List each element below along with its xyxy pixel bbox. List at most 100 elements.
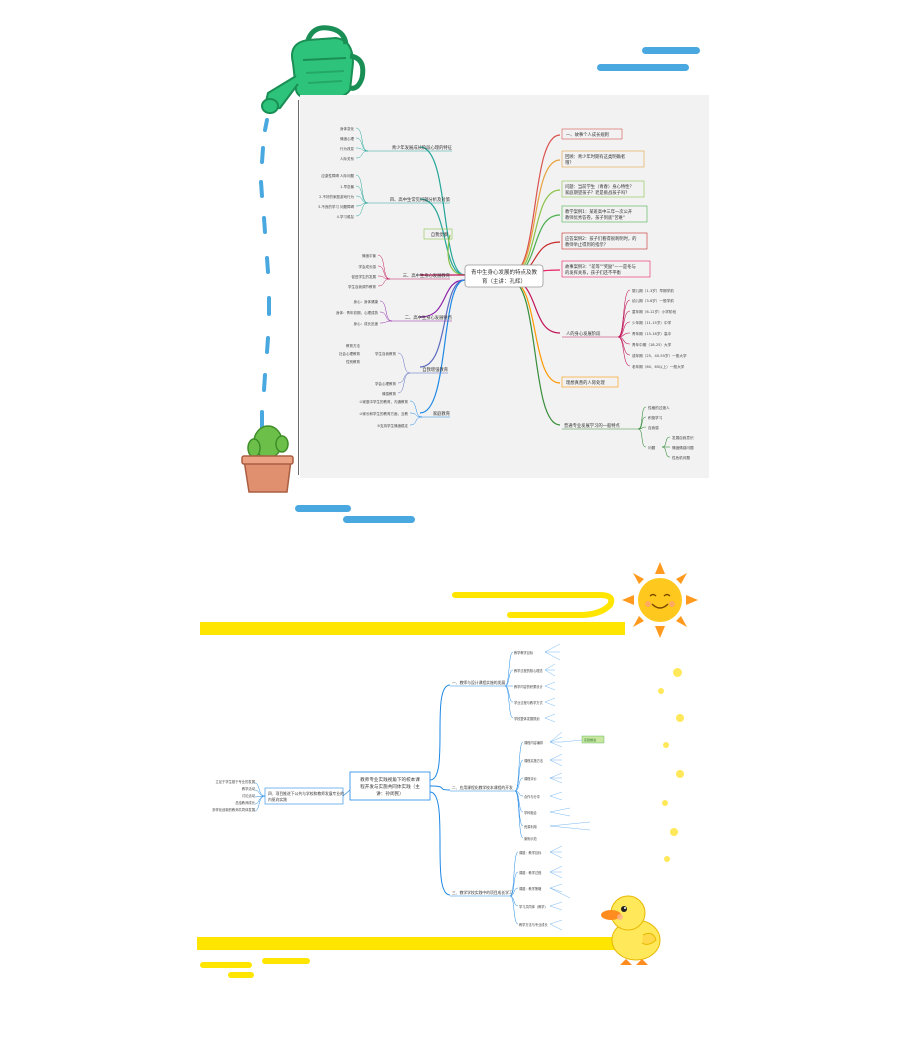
mm1-left-item: 学生自我调节教育 bbox=[348, 284, 376, 289]
mm1-left-item: 1.早恋暴 bbox=[340, 184, 354, 189]
mm2-left-node: 内驱向实践 bbox=[268, 797, 287, 802]
mm2-sub1-item: 教学过程的核心理念 bbox=[514, 668, 543, 673]
mm1-left-node: 三、高中生身心发展教育 bbox=[403, 272, 451, 279]
mm1-right-node: 教学案例1：某班高中三年一次公开 bbox=[565, 208, 633, 215]
mm1-stage-item: 老年期（60、65以上）一般大学 bbox=[632, 364, 685, 369]
mm1-stage-item: 婴儿期（1-3岁）早期学前 bbox=[632, 288, 674, 293]
duck-icon bbox=[601, 895, 661, 965]
svg-text:·: · bbox=[550, 646, 551, 649]
mm1-last-item: 积极学习 bbox=[648, 415, 663, 420]
mm1-left-node: 家庭教育 bbox=[433, 410, 451, 417]
mm2-left-node: 四、项目推进下公共与学校和教师发展专业的 bbox=[268, 791, 344, 796]
yellow-dot-decoration bbox=[658, 688, 664, 694]
mm2-sub2-item: 资源利用 bbox=[524, 824, 537, 829]
mm2-sub3-item: 教学方法与专业成长 bbox=[519, 922, 548, 927]
yellow-dot-decoration bbox=[676, 714, 684, 722]
blue-pill-decoration bbox=[343, 516, 415, 523]
mm1-last-item: 性危机问题 bbox=[672, 455, 690, 460]
yellow-dot-decoration bbox=[673, 668, 682, 677]
mm1-right-node: 家庭期望孩子？老是挑战孩子吗？ bbox=[565, 189, 629, 196]
mm1-right-node: 普通专业发展学习的一般特点 bbox=[564, 422, 621, 429]
sun-icon bbox=[622, 562, 698, 638]
mm1-left-item: 情绪平衡 bbox=[362, 253, 376, 258]
mm1-left-item: 社会心理教育 bbox=[339, 351, 360, 356]
mm1-stage-item: 青年中期（18-25）大学 bbox=[632, 342, 672, 347]
mm1-right-node: 哦？ bbox=[565, 159, 574, 166]
mm1-left-item: 教育方法 bbox=[346, 343, 360, 348]
mm2-sub2-item: 案例示范 bbox=[524, 836, 538, 841]
mm2-branch: 三、教学学校实践中的项目成长学习 bbox=[452, 890, 513, 895]
mindmap-1-center-line1: 青中生身心发展的特点及教 bbox=[471, 268, 538, 276]
mm2-sub3-item: 学习共同体（教学） bbox=[519, 904, 548, 909]
mm2-sub1-item: 学校整体发展规划 bbox=[514, 716, 540, 721]
mm2-sub2-item: 合作与分享 bbox=[524, 794, 541, 799]
mm1-left-item: 学会成长感 bbox=[359, 264, 377, 269]
mm2-left-item: 立足于学生基于专业的发展 bbox=[215, 779, 255, 784]
mm2-branch: 二、应用课程化教学校本课程的开发 bbox=[452, 785, 513, 790]
mm1-left-item: ③支持学生情绪稳定 bbox=[377, 423, 409, 428]
mm1-right-node: 问题：当前学生（青春）身心特性？ bbox=[565, 183, 634, 190]
mm1-left-item: 身体：青年初期，心理成熟 bbox=[336, 310, 378, 315]
mm2-tag: 实践推进 bbox=[584, 737, 596, 742]
mm1-right-node: 回顾：青少年时期有这类明确者 bbox=[565, 153, 626, 160]
mm2-sub3-item: 课题：教学过程 bbox=[519, 870, 542, 875]
yellow-dot-decoration bbox=[663, 742, 669, 748]
mm1-left-item: 3.不良的学习 问题障碍 bbox=[318, 204, 354, 209]
yellow-band-top bbox=[200, 622, 625, 635]
mindmap-2-center-line3: 讲：孙闵民） bbox=[376, 790, 404, 797]
mm1-left-item: 身体变化 bbox=[340, 126, 354, 131]
mm1-stage-item: 童年期（6-12岁）小学阶段 bbox=[632, 309, 676, 314]
mm1-left-item: 情感教育 bbox=[382, 391, 396, 396]
mm1-left-item: 性别教育 bbox=[346, 359, 360, 364]
yellow-dot-decoration bbox=[664, 856, 670, 862]
mm1-right-node: 故事案例3："差等""奖励"——是冬与 bbox=[565, 263, 636, 270]
blue-pill-decoration bbox=[597, 64, 689, 71]
yellow-pill-decoration bbox=[262, 958, 310, 964]
mm1-left-item: 学会心理教育 bbox=[375, 381, 396, 386]
yellow-dot-decoration bbox=[662, 800, 668, 806]
mindmap-1: 青中生身心发展的特点及教 育（主讲：孔辉） 一、故事个人成长规则 回顾：青少年时… bbox=[318, 126, 694, 460]
mm2-sub1-item: 教学内容的积累设计 bbox=[514, 684, 543, 689]
mm2-left-item: 多样化创新的教师共同体发展 bbox=[212, 807, 256, 812]
yellow-pill-decoration bbox=[228, 972, 254, 978]
yellow-dot-decoration bbox=[676, 770, 684, 778]
mindmap-2-center-line1: 教师专业实践视角下的校本课 bbox=[360, 776, 420, 783]
mm1-left-item: 行为改变 bbox=[340, 146, 354, 151]
mm1-right-node: 的发挥关系，孩子们还不平衡 bbox=[565, 269, 622, 276]
mm1-last-item: 发展自我意识 bbox=[672, 435, 694, 440]
mm1-left-item: 身心：身体健康 bbox=[354, 299, 379, 304]
mm1-last-item: 性格的过渡人 bbox=[648, 405, 670, 410]
watering-can-icon bbox=[261, 25, 366, 114]
mm1-right-node: 理想真善的人际处理 bbox=[566, 379, 605, 386]
mm1-left-node: 自我增强教育 bbox=[422, 366, 448, 373]
yellow-zigzag-decoration bbox=[452, 592, 615, 618]
mm1-left-item: 身心：成长迅速 bbox=[354, 321, 379, 326]
mm2-sub1-item: 学业过程与教学方式 bbox=[514, 700, 543, 705]
mindmap-2-center-line2: 程开发与实施共同体实践（主 bbox=[360, 783, 420, 790]
mm1-left-item: 2.不好的家庭游戏行为 bbox=[319, 194, 354, 199]
mm2-left-item: 总结教师成长 bbox=[235, 800, 255, 805]
mm1-left-node: 四、高中生常见问题分析及对策 bbox=[390, 196, 451, 203]
mm2-sub2-item: 学科融合 bbox=[524, 810, 538, 815]
blue-pill-decoration bbox=[295, 505, 351, 512]
mm1-left-item: ②家长和学生的教育方面，互教 bbox=[359, 411, 408, 416]
mm2-sub2-item: 课程实施方法 bbox=[524, 758, 543, 763]
mm2-left-item: 教学活动 bbox=[242, 786, 256, 791]
water-dashes-decoration bbox=[259, 118, 271, 432]
mm1-stage-item: 青年期（15-18岁）高中 bbox=[632, 331, 672, 336]
mm1-left-node: 二、高中生身心发展特点 bbox=[405, 314, 453, 321]
mm2-sub2-item: 课程内容编排 bbox=[524, 740, 544, 745]
mm2-branch: 一、教师与设计课程实施的发展 bbox=[452, 680, 505, 685]
vertical-divider-line bbox=[298, 100, 299, 475]
mm1-left-item: ①家庭中学生的教育，沟通教育 bbox=[359, 399, 408, 404]
mm1-left-item: 人际关系 bbox=[340, 156, 354, 161]
mm2-sub3-item: 课题：教学策略 bbox=[519, 886, 542, 891]
yellow-dot-decoration bbox=[670, 828, 678, 836]
mm1-stage-item: 少年期（11-15岁）中学 bbox=[632, 320, 672, 325]
mm1-left-node: 自我觉察 bbox=[431, 231, 449, 238]
mm1-left-item: 学生自我教育 bbox=[375, 351, 396, 356]
yellow-band-bottom bbox=[197, 937, 627, 950]
mm1-left-item: 促进学生的发展 bbox=[352, 274, 377, 279]
blue-pill-decoration bbox=[642, 47, 700, 54]
mm1-last-item: 自我感 bbox=[648, 425, 659, 430]
